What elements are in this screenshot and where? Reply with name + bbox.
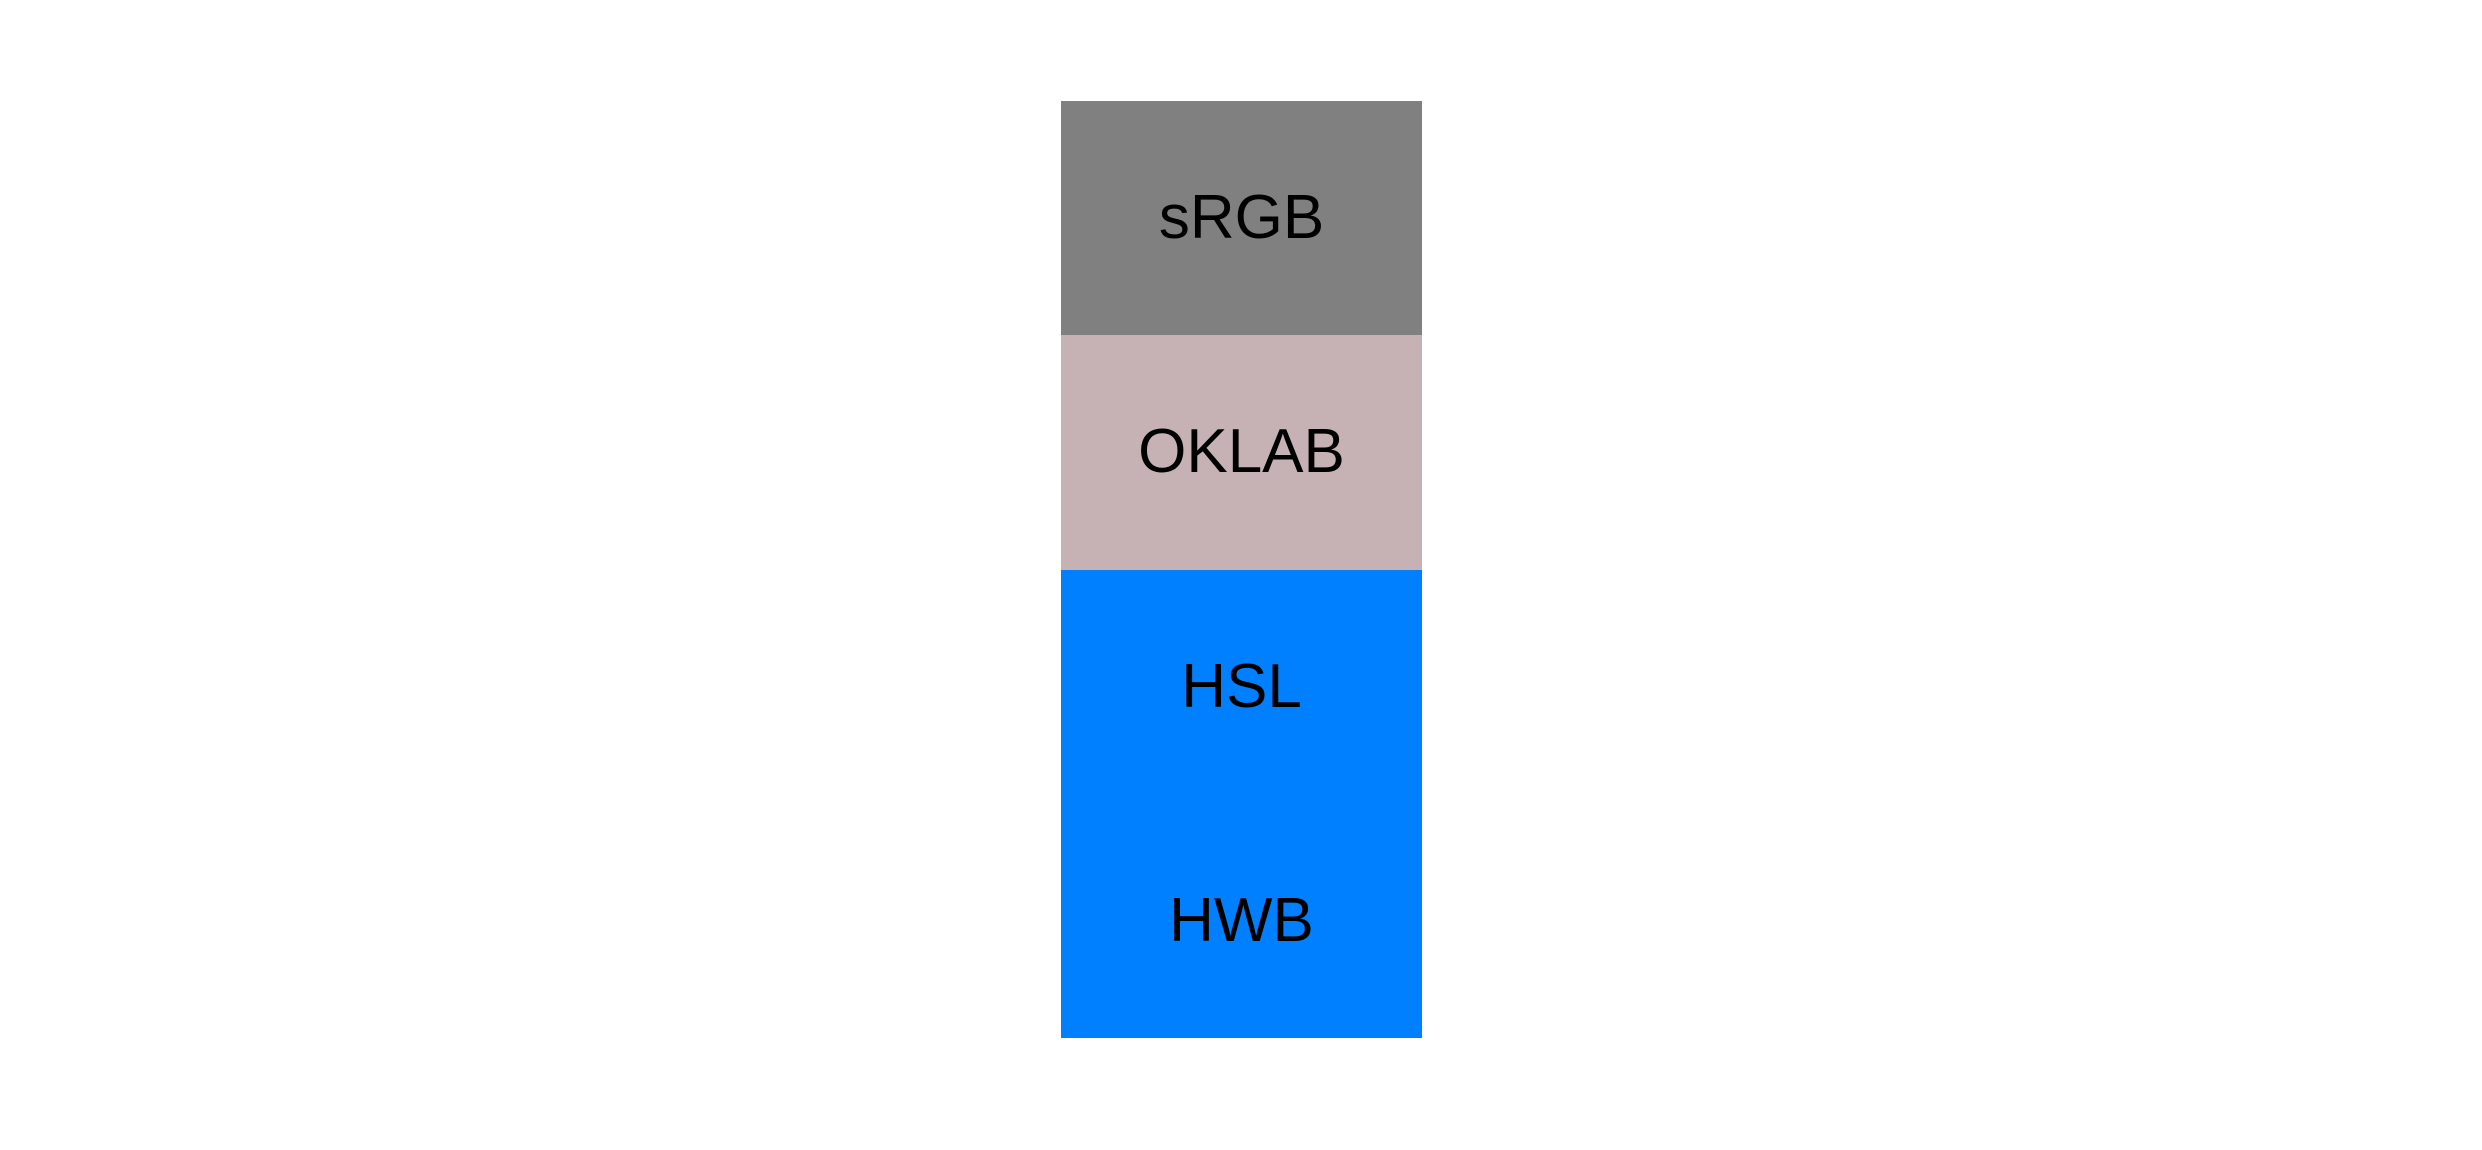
color-space-swatch-stack: sRGB OKLAB HSL HWB xyxy=(1061,101,1422,1038)
swatch-oklab[interactable]: OKLAB xyxy=(1061,335,1422,570)
swatch-hwb[interactable]: HWB xyxy=(1061,803,1422,1038)
swatch-label-srgb: sRGB xyxy=(1158,183,1325,253)
swatch-label-hwb: HWB xyxy=(1169,885,1314,955)
swatch-hsl[interactable]: HSL xyxy=(1061,569,1422,804)
swatch-srgb[interactable]: sRGB xyxy=(1061,101,1422,336)
swatch-label-hsl: HSL xyxy=(1181,651,1302,721)
swatch-label-oklab: OKLAB xyxy=(1138,417,1345,487)
